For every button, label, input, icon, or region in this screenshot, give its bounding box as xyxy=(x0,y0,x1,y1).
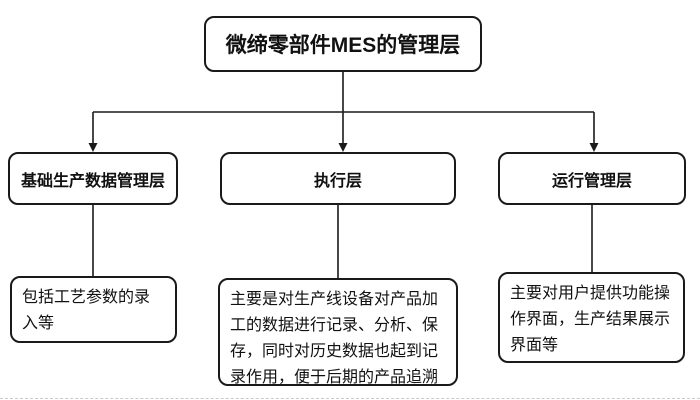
node-execution-layer: 执行层 xyxy=(220,152,456,205)
arrowhead-center-icon xyxy=(338,143,348,152)
operation-layer-label: 运行管理层 xyxy=(551,172,632,190)
node-operation-description: 主要对用户提供功能操作界面，生产结果展示界面等 xyxy=(498,272,685,363)
node-basic-data-layer: 基础生产数据管理层 xyxy=(8,152,178,205)
execution-layer-label: 执行层 xyxy=(313,172,362,190)
node-basic-data-description: 包括工艺参数的录入等 xyxy=(10,276,177,343)
execution-description-text: 主要是对生产线设备对产品加工的数据进行记录、分析、保存，同时对历史数据也起到记录… xyxy=(230,291,439,386)
node-title: 微缔零部件MES的管理层 xyxy=(204,16,482,72)
arrowhead-left-icon xyxy=(88,143,98,152)
operation-description-text: 主要对用户提供功能操作界面，生产结果展示界面等 xyxy=(510,285,671,354)
page-edge-divider xyxy=(0,398,700,399)
basic-data-description-text: 包括工艺参数的录入等 xyxy=(22,289,151,332)
node-execution-description: 主要是对生产线设备对产品加工的数据进行记录、分析、保存，同时对历史数据也起到记录… xyxy=(218,278,458,386)
node-operation-layer: 运行管理层 xyxy=(498,152,686,205)
basic-data-layer-label: 基础生产数据管理层 xyxy=(20,172,165,190)
diagram-title: 微缔零部件MES的管理层 xyxy=(225,34,461,57)
arrowhead-right-icon xyxy=(589,143,599,152)
